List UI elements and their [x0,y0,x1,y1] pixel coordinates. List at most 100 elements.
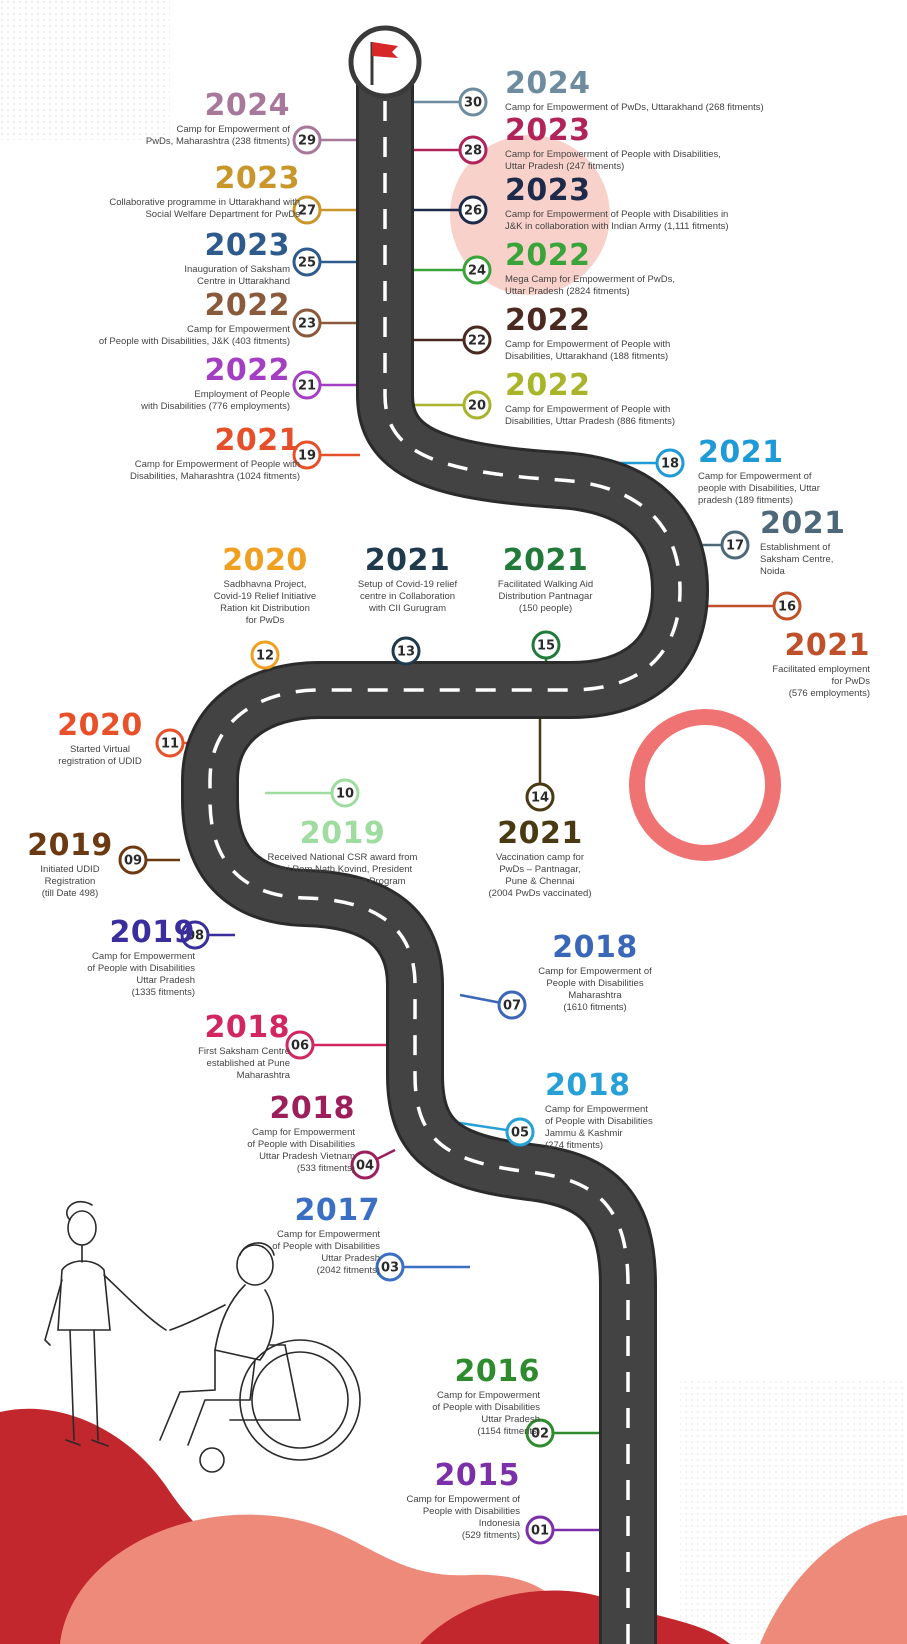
milestone-year: 2022 [505,368,591,403]
milestone-year: 2021 [497,816,583,851]
pink-blob-top [450,135,610,295]
milestone-description: Camp for Empowerment of People with Disa… [272,1229,380,1276]
milestone-number-02: 02 [531,1427,549,1442]
milestone-year: 2021 [760,506,846,541]
milestone-number-26: 26 [464,204,482,219]
milestone-node-26 [458,195,488,225]
milestone-number-23: 23 [298,317,316,332]
milestone-node-25 [292,247,322,277]
milestone-number-07: 07 [503,999,521,1014]
milestone-description: Setup of Covid-19 relief centre in Colla… [357,579,458,614]
milestone-year: 2020 [222,543,308,578]
milestone-node-28 [458,135,488,165]
milestone-number-11: 11 [161,737,179,752]
milestone-year: 2023 [505,113,591,148]
milestone-description: Started Virtual registration of UDID [58,744,142,767]
milestone-year: 2022 [204,288,290,323]
milestone-node-20 [462,390,492,420]
milestone-year: 2019 [299,816,386,851]
milestone-year: 2019 [27,828,113,863]
milestone-description: Sadbhavna Project, Covid-19 Relief Initi… [213,579,317,626]
milestone-description: Facilitated Walking Aid Distribution Pan… [497,579,594,614]
milestone-number-25: 25 [298,256,316,271]
milestone-number-30: 30 [464,96,482,111]
milestone-number-09: 09 [124,854,142,869]
milestone-number-12: 12 [256,649,274,664]
milestone-number-28: 28 [464,144,482,159]
milestone-description: Facilitated employment for PwDs (576 emp… [772,664,870,699]
milestone-description: Employment of People with Disabilities (… [141,389,290,412]
milestone-description: Camp for Empowerment of People with Disa… [87,951,195,998]
milestone-description: Camp for Empowerment of PwDs, Maharashtr… [145,124,290,147]
milestone-description: Received National CSR award from Shri Ra… [267,852,418,887]
milestone-node-23 [292,308,322,338]
milestone-year: 2017 [294,1193,380,1228]
milestone-node-07 [497,990,527,1020]
people-handshake-illustration [44,1200,361,1473]
milestone-number-19: 19 [298,449,316,464]
milestone-year: 2018 [545,1068,631,1103]
milestone-year: 2018 [269,1091,355,1126]
milestone-description: Camp for Empowerment of People with Disa… [406,1494,520,1541]
milestone-number-08: 08 [186,929,204,944]
milestone-description: Camp for Empowerment of People with Disa… [538,966,652,1013]
dot-texture-top-left [0,0,170,140]
milestone-year: 2024 [505,66,591,101]
milestone-number-24: 24 [468,264,486,279]
milestone-year: 2023 [214,161,300,196]
milestone-node-27 [292,195,322,225]
milestone-description: Camp for Empowerment of People with Disa… [247,1127,355,1174]
milestone-node-09 [118,845,148,875]
milestone-description: First Saksham Centre established at Pune… [198,1046,290,1081]
milestone-year: 2016 [454,1354,540,1389]
milestone-number-14: 14 [531,791,549,806]
milestone-node-02 [525,1418,555,1448]
milestone-number-21: 21 [298,379,316,394]
milestone-year: 2022 [505,238,591,273]
milestone-description: Camp for Empowerment of People with Disa… [505,149,721,172]
milestone-number-01: 01 [531,1524,549,1539]
milestone-description: Collaborative programme in Uttarakhand w… [109,197,300,220]
milestone-node-15 [531,630,561,660]
milestone-number-27: 27 [298,204,316,219]
milestone-description: Establishment of Saksham Centre, Noida [760,542,834,577]
milestone-year: 2021 [364,543,451,578]
milestone-node-22 [462,325,492,355]
flag-icon [348,25,422,99]
milestone-node-18 [655,448,685,478]
milestone-node-29 [292,125,322,155]
milestone-node-01 [525,1515,555,1545]
milestone-number-15: 15 [537,639,555,654]
milestone-year: 2023 [204,228,290,263]
milestone-year: 2024 [204,88,290,123]
milestone-year: 2020 [57,708,143,743]
milestone-number-16: 16 [778,600,796,615]
milestone-number-10: 10 [336,787,354,802]
milestone-number-17: 17 [726,539,744,554]
milestone-year: 2022 [505,303,591,338]
milestone-description: Camp for Empowerment of PwDs, Uttarakhan… [505,102,764,113]
milestone-description: Camp for Empowerment of People with Disa… [545,1104,653,1151]
milestone-year: 2021 [214,423,300,458]
milestone-node-17 [720,530,750,560]
milestone-number-04: 04 [356,1159,374,1174]
